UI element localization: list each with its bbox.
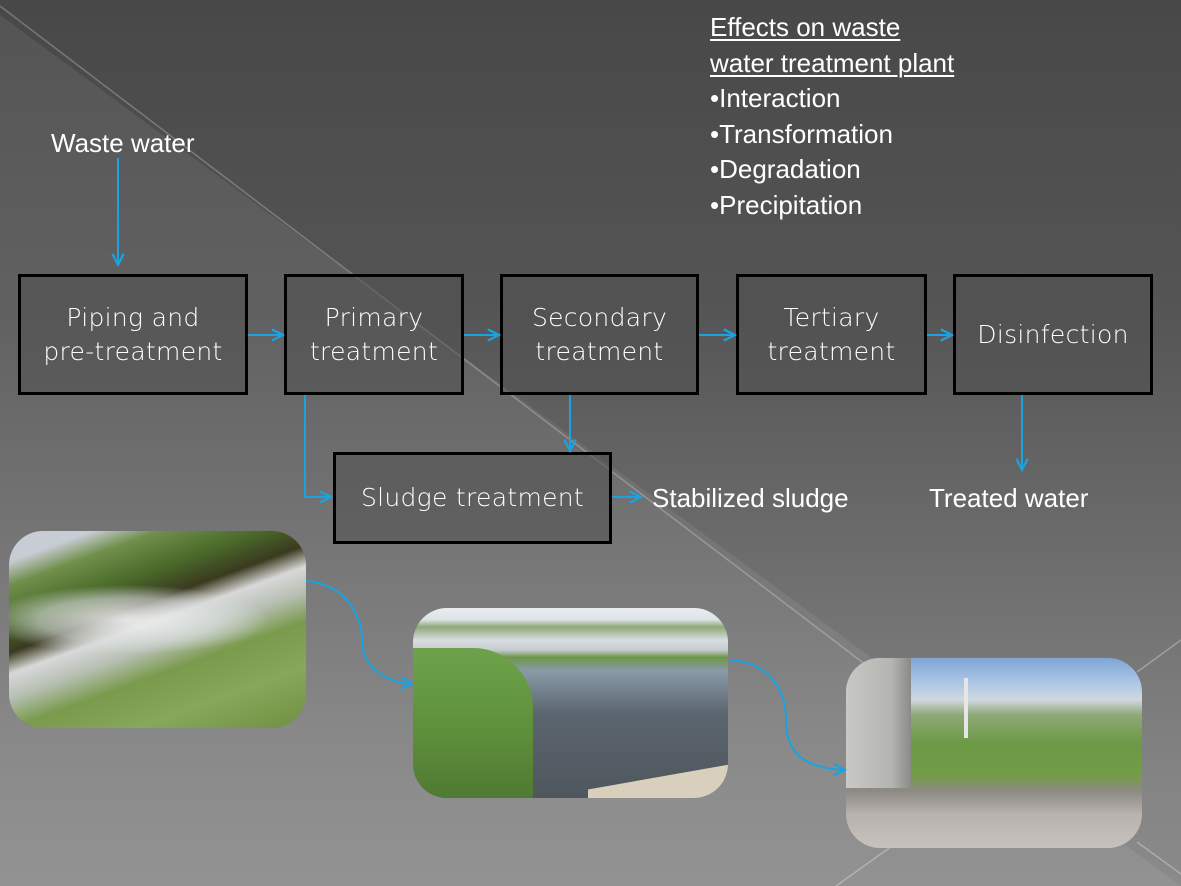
- decor-line: [1136, 639, 1181, 673]
- decor-line: [835, 845, 893, 886]
- step-tertiary-treatment: Tertiary treatment: [736, 274, 927, 395]
- photo-treated-area: [846, 658, 1142, 848]
- photo-treatment-pond: [413, 608, 728, 798]
- step-primary-treatment: Primary treatment: [284, 274, 464, 395]
- decor-line: [1136, 841, 1181, 875]
- photo-inflow-channel: [9, 531, 306, 728]
- effects-list: Effects on waste water treatment plant •…: [710, 10, 954, 223]
- step-label: Secondary: [531, 302, 668, 332]
- step-secondary-treatment: Secondary treatment: [500, 274, 699, 395]
- step-piping-pretreatment: Piping and pre-treatment: [18, 274, 248, 395]
- step-label: Sludge treatment: [360, 483, 585, 512]
- step-label: treatment: [309, 336, 439, 366]
- step-disinfection: Disinfection: [953, 274, 1153, 395]
- water-output-label: Treated water: [929, 483, 1089, 513]
- step-sludge-treatment: Sludge treatment: [333, 452, 612, 544]
- step-label: Disinfection: [977, 319, 1129, 349]
- step-label: Primary: [324, 302, 424, 332]
- sludge-output-label: Stabilized sludge: [652, 483, 849, 513]
- step-label: treatment: [767, 336, 896, 366]
- effects-bullet: •Degradation: [710, 154, 861, 184]
- step-label: treatment: [535, 336, 664, 366]
- effects-heading-line2: water treatment plant: [710, 47, 955, 78]
- step-label: pre-treatment: [43, 336, 223, 366]
- step-label: Piping and: [66, 302, 200, 332]
- effects-bullet: •Transformation: [710, 118, 893, 149]
- step-label: Tertiary: [783, 302, 880, 332]
- effects-bullet: •Interaction: [710, 83, 841, 113]
- input-label: Waste water: [51, 128, 195, 158]
- effects-bullet: •Precipitation: [710, 189, 863, 220]
- effects-heading-line1: Effects on waste: [710, 12, 901, 42]
